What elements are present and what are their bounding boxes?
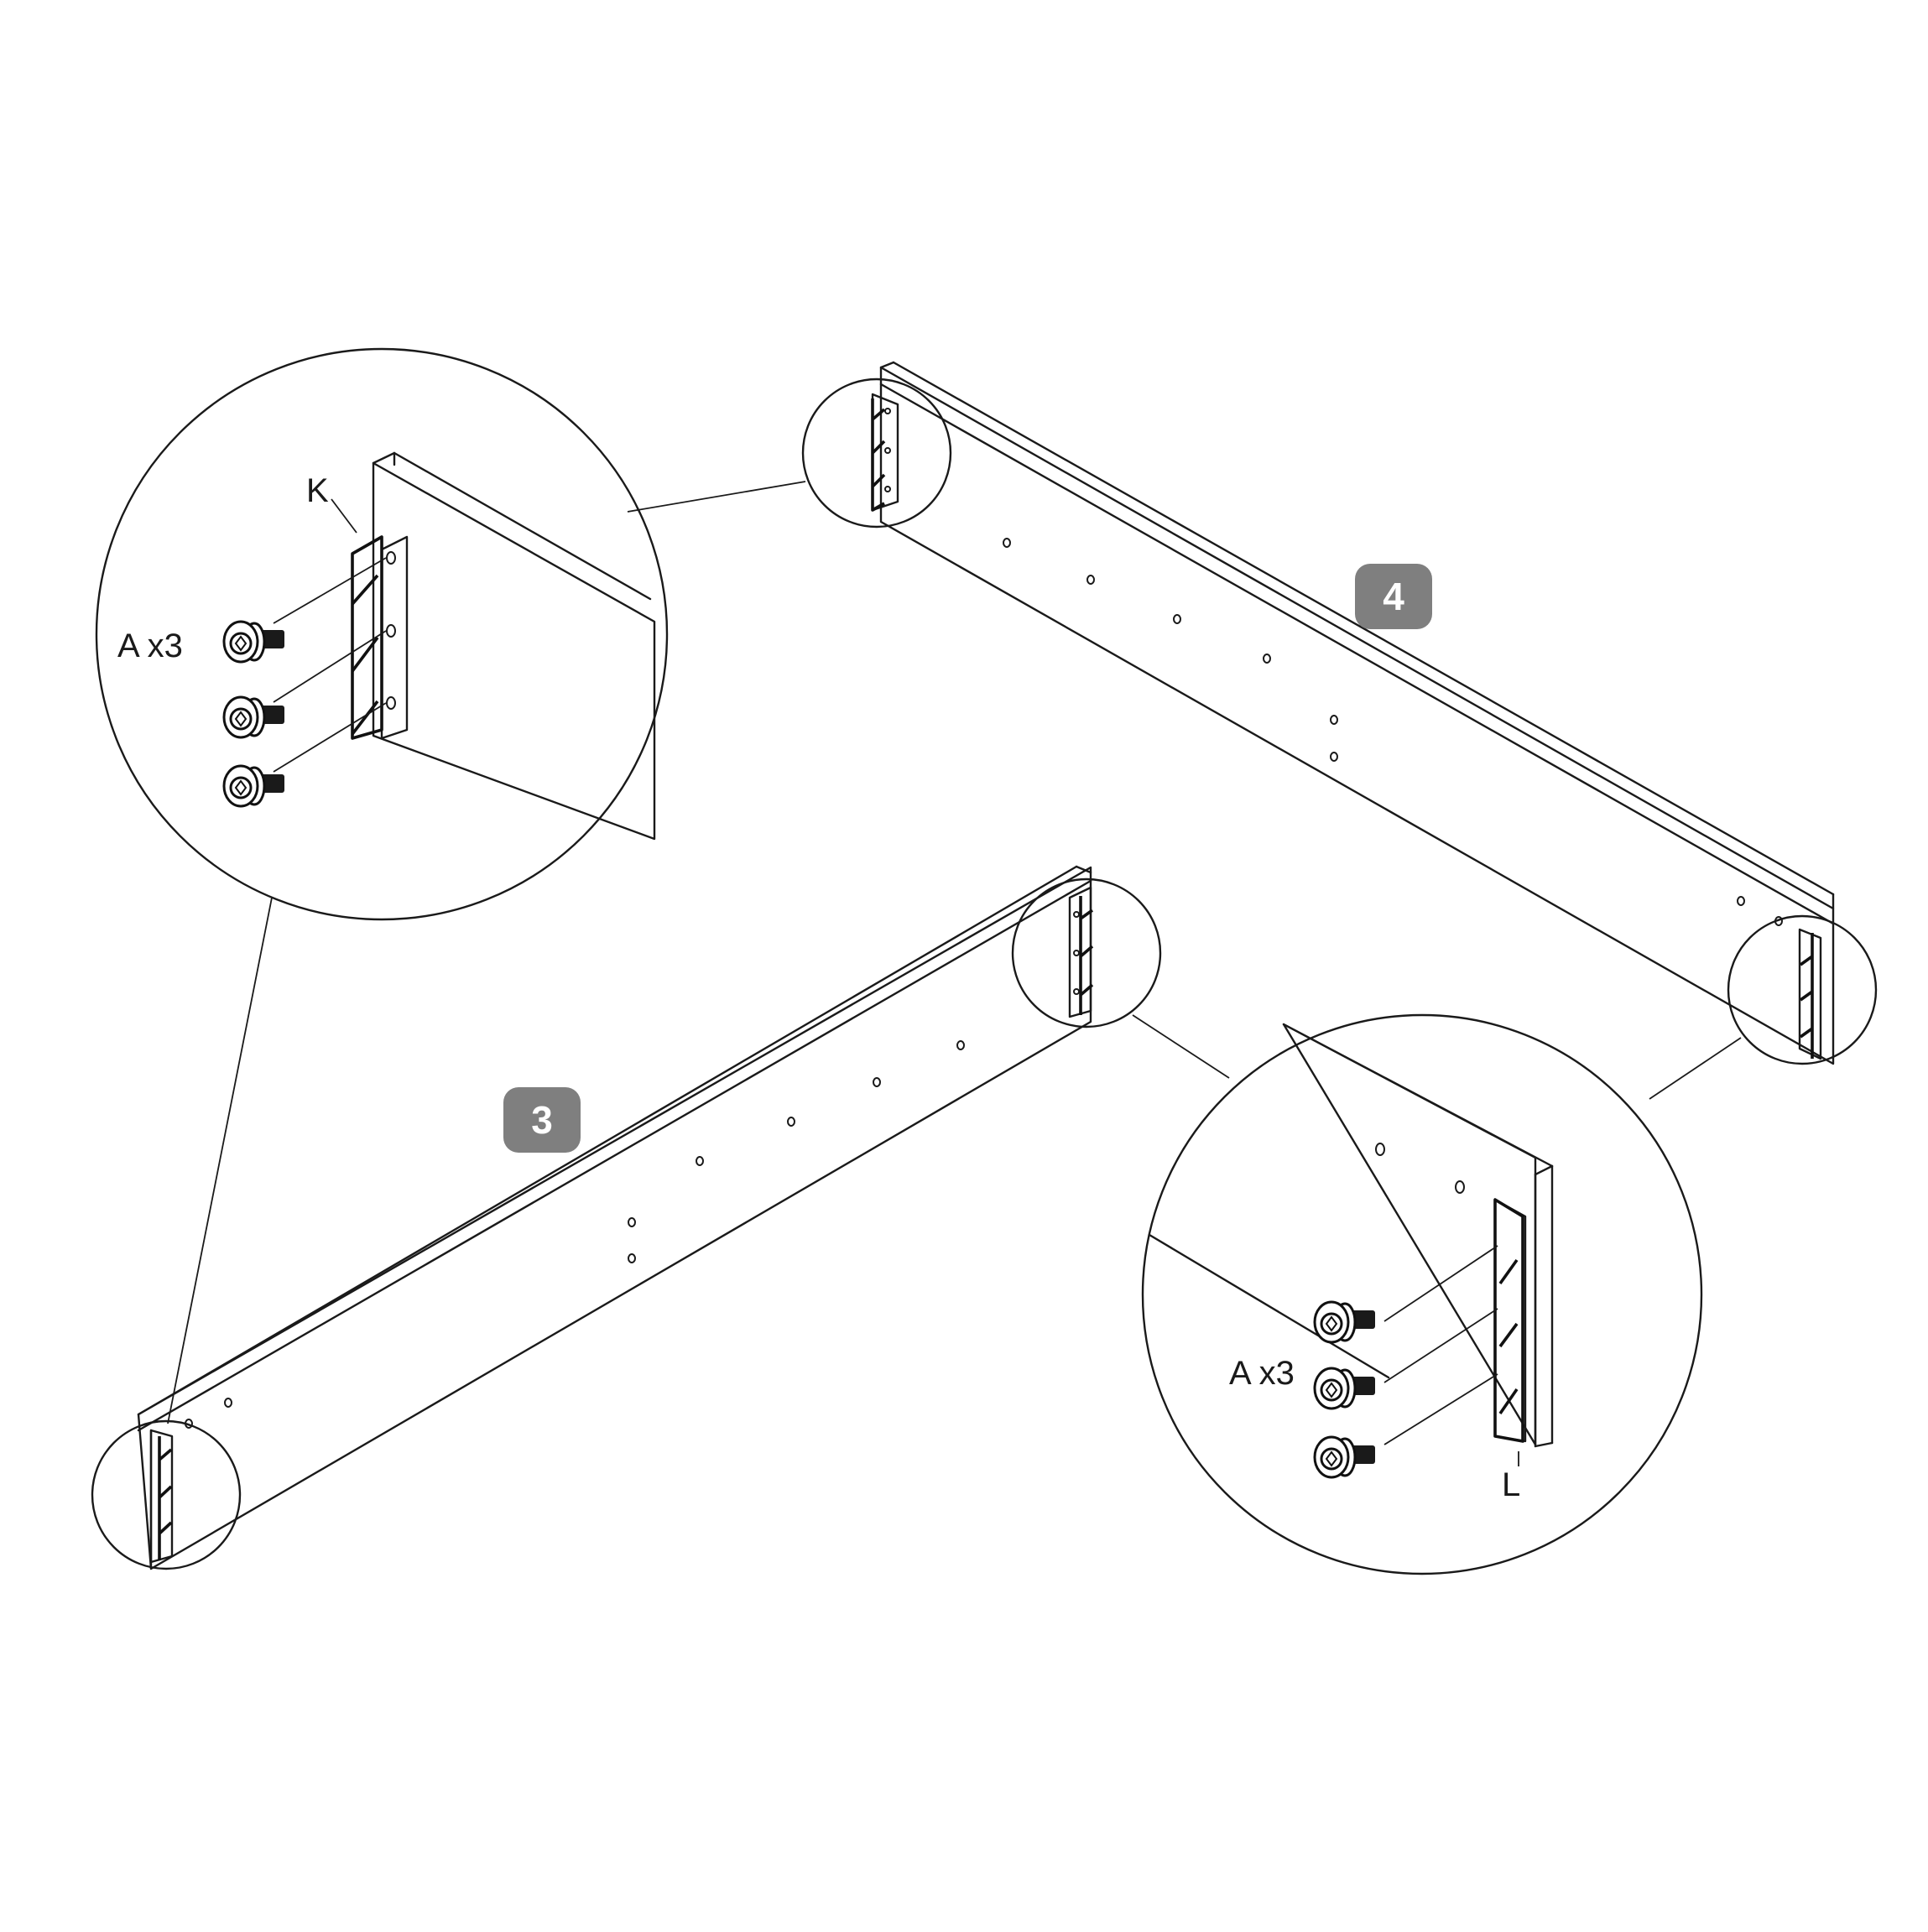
bracket-k-label: K	[306, 472, 329, 509]
screw-icon	[1313, 1300, 1375, 1344]
detail-magnified-right	[1141, 1013, 1703, 1575]
part-badge-4: 4	[1355, 564, 1432, 629]
leader-lines	[167, 481, 1742, 1424]
detail-circle-4-left	[801, 378, 952, 529]
detail-magnified-left	[95, 347, 669, 921]
screw-icon	[1313, 1367, 1375, 1410]
rail-part-3	[137, 865, 1092, 1570]
screw-icon	[222, 620, 284, 664]
rail-part-4	[879, 361, 1835, 1065]
screw-icon	[1313, 1435, 1375, 1479]
part-badge-4-text: 4	[1383, 575, 1404, 618]
part-badge-3: 3	[503, 1087, 581, 1153]
screws-right	[1313, 1300, 1375, 1479]
screw-icon	[222, 695, 284, 739]
screws-left	[222, 620, 284, 808]
detail-circle-3-left	[91, 1419, 242, 1570]
part-badge-3-text: 3	[531, 1098, 553, 1142]
screw-icon	[222, 764, 284, 808]
screw-count-right-label: A x3	[1229, 1355, 1295, 1392]
detail-circle-4-right	[1727, 914, 1878, 1065]
screw-count-left-label: A x3	[117, 628, 183, 664]
detail-circle-3-right	[1011, 877, 1162, 1028]
bracket-l-label: L	[1502, 1466, 1520, 1503]
